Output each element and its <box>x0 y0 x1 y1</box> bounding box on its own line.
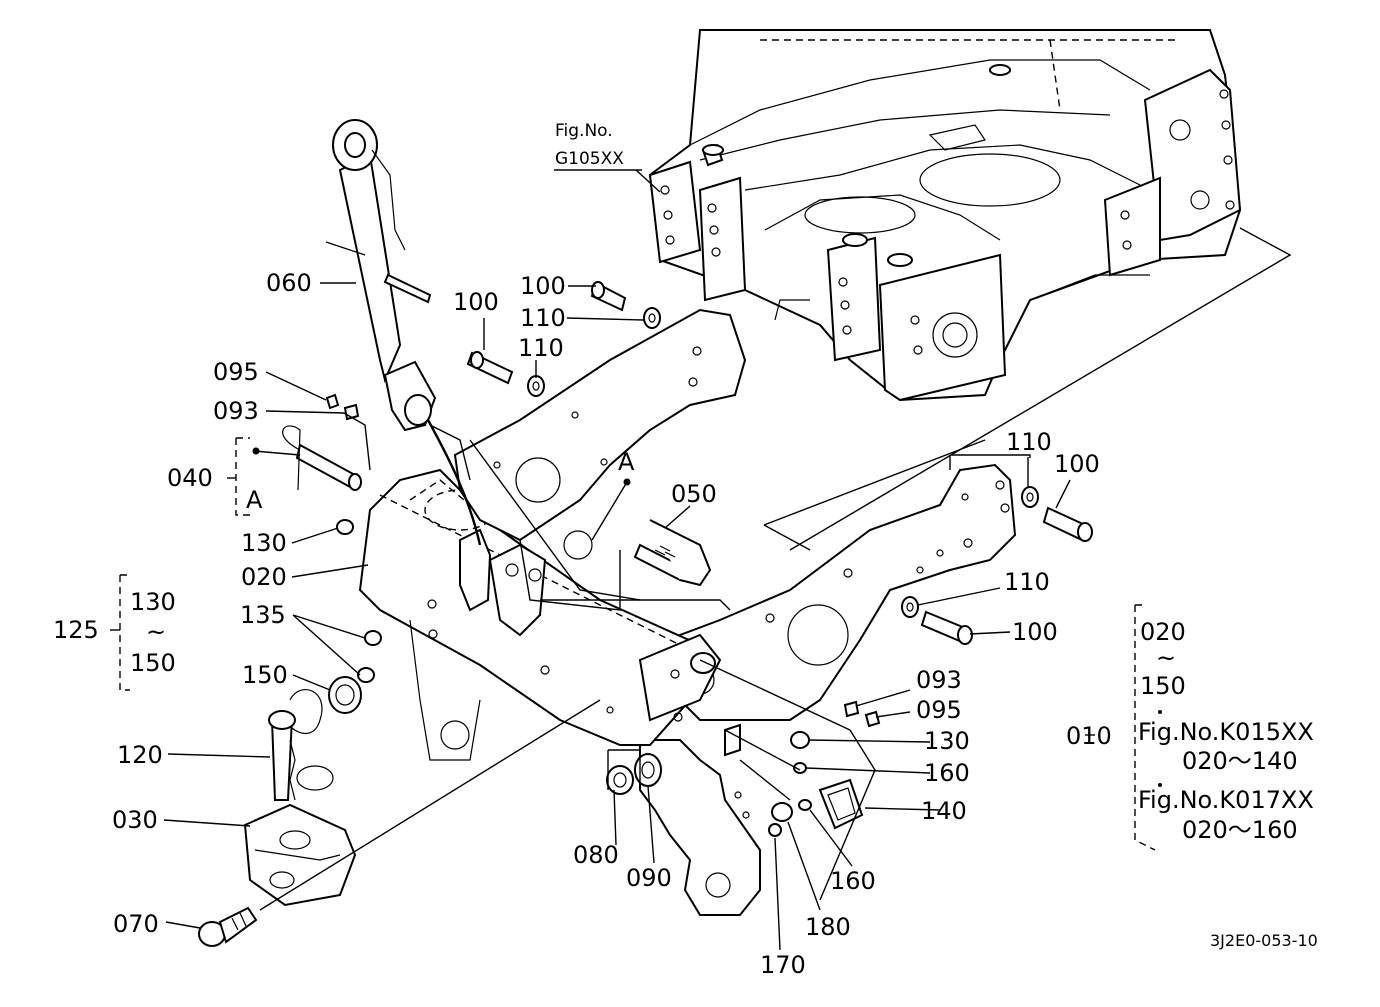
range-125-start: 130 <box>130 588 176 616</box>
part-130-b: 130 <box>924 727 970 755</box>
part-100-d: 100 <box>1012 618 1058 646</box>
part-110-b: 110 <box>518 334 564 362</box>
right-bracket-plate <box>638 463 1017 721</box>
asm-range-end: 150 <box>1140 672 1186 700</box>
part-140: 140 <box>921 797 967 825</box>
part-135: 135 <box>240 601 286 629</box>
hardware <box>325 281 1093 837</box>
asm-range-start: 020 <box>1140 618 1186 646</box>
transmission-housing <box>648 29 1242 402</box>
part-170: 170 <box>760 951 806 979</box>
part-130-a: 130 <box>241 529 287 557</box>
part-120: 120 <box>117 741 163 769</box>
part-040: 040 <box>167 464 213 492</box>
part-070: 070 <box>113 910 159 938</box>
leader-lines <box>110 169 1292 951</box>
part-093-b: 093 <box>916 666 962 694</box>
part-060: 060 <box>266 269 312 297</box>
part-160-b: 160 <box>830 867 876 895</box>
part-090: 090 <box>626 864 672 892</box>
part-180: 180 <box>805 913 851 941</box>
part-110-c: 110 <box>1006 428 1052 456</box>
part-160-a: 160 <box>924 759 970 787</box>
drawing-code: 3J2E0-053-10 <box>1210 931 1318 950</box>
asm-fig-k015: Fig.No.K015XX <box>1138 718 1314 746</box>
part-150: 150 <box>242 661 288 689</box>
part-095-a: 095 <box>213 358 259 386</box>
part-095-b: 095 <box>916 696 962 724</box>
ref-fig-label: Fig.No. <box>555 121 613 141</box>
part-110-d: 110 <box>1004 568 1050 596</box>
asm-range-tilde: ~ <box>1156 644 1176 672</box>
part-100-a: 100 <box>453 288 499 316</box>
bolt-050 <box>563 519 712 587</box>
asm-range-k015: 020～140 <box>1182 747 1298 775</box>
top-link <box>325 119 482 546</box>
part-100-c: 100 <box>1054 450 1100 478</box>
part-080: 080 <box>573 841 619 869</box>
part-050: 050 <box>671 480 717 508</box>
asm-range-k017: 020～160 <box>1182 816 1298 844</box>
bolt-070 <box>198 906 258 947</box>
part-093-a: 093 <box>213 397 259 425</box>
part-020: 020 <box>241 563 287 591</box>
left-bracket-plate <box>453 308 747 637</box>
part-010: 010 <box>1066 722 1112 750</box>
drawbar-pin-120 <box>268 689 334 801</box>
section-a-left: A <box>246 486 263 514</box>
part-125: 125 <box>53 616 99 644</box>
section-a-right: A <box>618 448 635 476</box>
spacers-080-090 <box>606 753 662 795</box>
clevis-030 <box>243 803 357 907</box>
part-030: 030 <box>112 806 158 834</box>
range-125-tilde: ~ <box>146 618 166 646</box>
asm-fig-k017: Fig.No.K017XX <box>1138 786 1314 814</box>
part-100-b: 100 <box>520 272 566 300</box>
ref-fig-number: G105XX <box>555 149 624 169</box>
hitch-pin-040 <box>282 425 362 491</box>
part-110-a: 110 <box>520 304 566 332</box>
range-125-end: 150 <box>130 649 176 677</box>
